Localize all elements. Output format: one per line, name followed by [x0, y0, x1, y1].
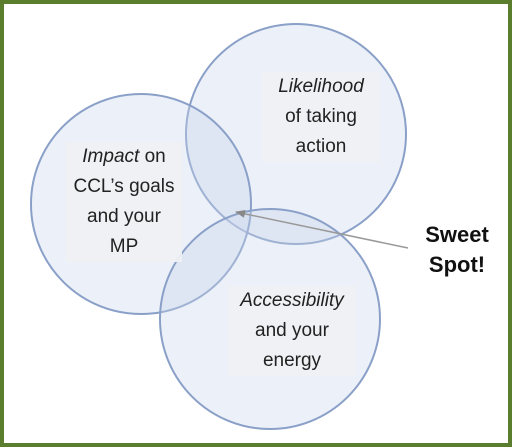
impact-line-4: MP — [109, 236, 139, 257]
accessibility-line-1: Accessibility — [240, 290, 344, 311]
impact-label: Impact on CCL’s goals and your MP — [66, 142, 182, 262]
likelihood-line-3: action — [295, 136, 347, 157]
impact-word: Impact — [82, 146, 140, 167]
sweet-spot-line-2: Spot! — [428, 252, 486, 277]
likelihood-line-2: of taking — [285, 106, 357, 127]
likelihood-line-1: Likelihood — [278, 76, 364, 97]
sweet-spot-label: Sweet Spot! — [414, 220, 500, 280]
impact-line-2: CCL’s goals — [73, 176, 175, 197]
impact-on-word: on — [139, 146, 166, 167]
accessibility-line-3: energy — [262, 350, 322, 371]
impact-line-1: Impact on — [70, 142, 178, 172]
sweet-spot-arrow — [235, 209, 409, 249]
sweet-spot-line-1: Sweet — [425, 222, 489, 247]
likelihood-label: Likelihood of taking action — [262, 72, 380, 162]
accessibility-label: Accessibility and your energy — [228, 286, 356, 376]
accessibility-line-2: and your — [255, 320, 329, 341]
impact-line-3: and your — [87, 206, 161, 227]
